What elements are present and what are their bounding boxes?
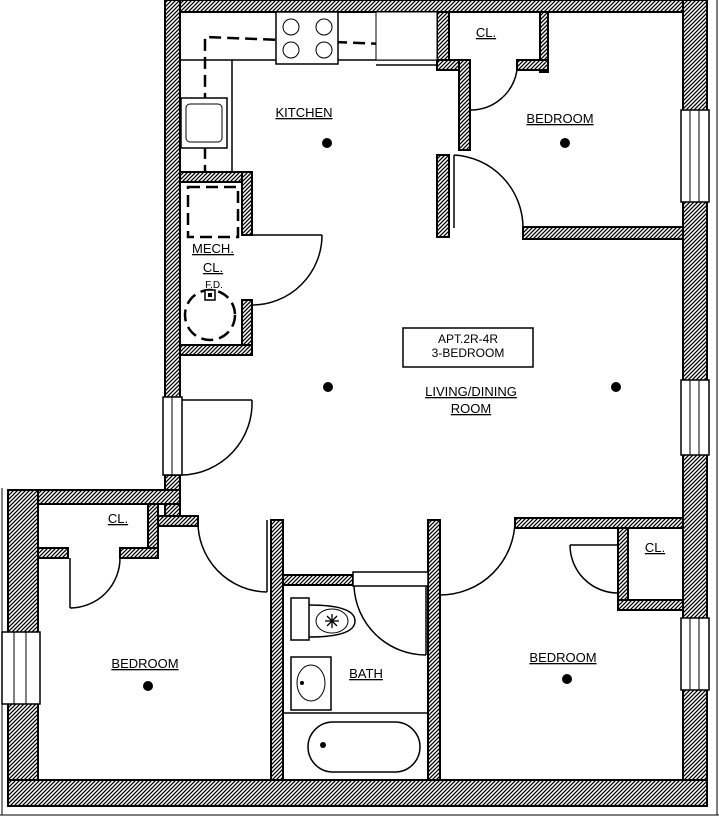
left-closet-door <box>69 557 121 609</box>
right-closet-label: CL. <box>645 540 665 555</box>
left-bedroom-closet-wall <box>147 503 159 555</box>
top-bedroom-south-wall <box>522 226 684 240</box>
left-closet-wall-a <box>37 547 69 559</box>
top-closet-door <box>469 60 518 111</box>
bath-east-wall <box>427 519 441 781</box>
lavatory-icon <box>290 656 332 711</box>
unit-id-box: APT.2R-4R 3-BEDROOM <box>402 327 534 368</box>
top-bedroom-west-wall <box>436 11 450 61</box>
bath-west-wall <box>270 519 284 781</box>
top-wall <box>164 0 684 13</box>
left-bedroom-light-icon <box>143 681 153 691</box>
toilet-icon <box>290 597 356 641</box>
bath-fixtures <box>283 597 428 773</box>
right-closet-wall-b <box>617 599 684 611</box>
doors <box>69 60 619 656</box>
floor-drain-label: F.D. <box>205 280 223 291</box>
kitchen-sink-icon <box>180 97 228 149</box>
living-label-line1: LIVING/DINING <box>425 384 517 399</box>
upper-cabinets-dashed <box>203 35 438 172</box>
exterior-walls <box>7 0 708 807</box>
bath-label: BATH <box>349 666 383 681</box>
living-light-right-icon <box>611 382 621 392</box>
window-right-middle <box>680 379 710 456</box>
left-bedroom-label: BEDROOM <box>111 656 178 671</box>
window-right-bottom <box>680 617 710 691</box>
left-upper-wall <box>164 0 181 401</box>
mech-closet-label-line2: CL. <box>203 260 223 275</box>
left-bedroom-top-wall <box>157 515 199 527</box>
mech-closet-right-wall-top <box>241 171 253 236</box>
windows <box>1 109 710 705</box>
unit-id-line2: 3-BEDROOM <box>432 346 505 360</box>
living-light-left-icon <box>323 382 333 392</box>
top-closet-west-stub <box>458 59 471 151</box>
refrigerator-icon <box>375 11 438 61</box>
right-bedroom-light-icon <box>562 674 572 684</box>
bathtub-icon <box>283 712 428 773</box>
entry-door-frame <box>162 396 183 476</box>
right-closet-wall-a <box>617 527 629 609</box>
mech-closet-door <box>251 234 323 306</box>
room-labels: KITCHEN CL. BEDROOM MECH. CL. F.D. LIVIN… <box>108 25 665 681</box>
right-bedroom-label: BEDROOM <box>529 650 596 665</box>
kitchen-light-icon <box>322 138 332 148</box>
left-closet-wall-b <box>119 547 159 559</box>
window-left <box>1 631 41 705</box>
kitchen-label: KITCHEN <box>275 105 332 120</box>
unit-id-line1: APT.2R-4R <box>438 332 498 346</box>
living-label-line2: ROOM <box>451 401 491 416</box>
interior-walls <box>37 11 684 781</box>
top-bedroom-door <box>453 154 524 229</box>
top-closet-wall <box>539 11 549 73</box>
left-closet-label: CL. <box>108 511 128 526</box>
mech-closet-label-line1: MECH. <box>192 241 234 256</box>
left-bedroom-door <box>197 519 268 593</box>
bath-north-wall <box>282 574 354 586</box>
stove-icon <box>275 11 339 65</box>
top-closet-wall-stub <box>516 59 549 71</box>
bottom-wall <box>7 779 708 807</box>
light-fixtures <box>143 138 621 691</box>
mech-closet-bottom-wall <box>179 344 253 356</box>
right-bedroom-top-wall <box>514 517 684 529</box>
bath-door <box>352 571 429 656</box>
window-right-top <box>680 109 710 203</box>
mech-closet <box>183 185 240 342</box>
right-bedroom-door <box>439 519 516 596</box>
water-heater-dashed <box>186 185 240 239</box>
top-bedroom-west-wall-door <box>436 154 450 238</box>
top-closet-label: CL. <box>476 25 496 40</box>
entry-door <box>181 399 253 476</box>
kitchen-fixtures <box>179 11 438 172</box>
top-bedroom-light-icon <box>560 138 570 148</box>
right-closet-door <box>569 544 619 594</box>
top-bedroom-label: BEDROOM <box>526 111 593 126</box>
